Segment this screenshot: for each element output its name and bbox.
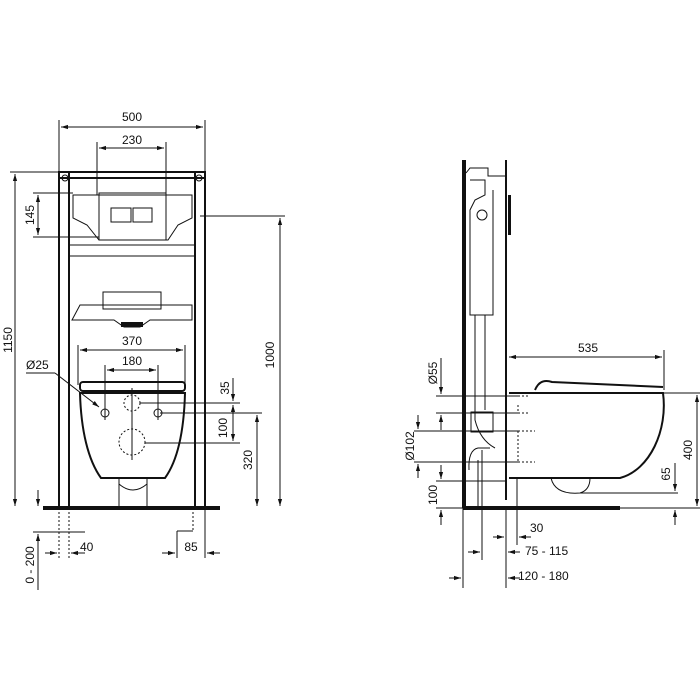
dim-535: 535 [578, 341, 598, 355]
wc-bowl-side [509, 380, 665, 494]
dim-230: 230 [122, 133, 142, 147]
side-dimensions: 535 400 65 Ø55 Ø102 100 [403, 341, 700, 588]
dim-dia-102: Ø102 [403, 431, 417, 461]
dim-35: 35 [218, 381, 232, 395]
dim-145: 145 [23, 205, 37, 225]
dim-180: 180 [122, 354, 142, 368]
installation-frame-side [462, 160, 511, 508]
dim-500: 500 [122, 110, 142, 124]
dim-1150: 1150 [1, 327, 15, 353]
dim-0-200: 0 - 200 [23, 546, 37, 584]
dim-120-180: 120 - 180 [518, 569, 569, 583]
side-view: 535 400 65 Ø55 Ø102 100 [403, 160, 700, 588]
dim-85: 85 [184, 540, 198, 554]
dim-320: 320 [241, 450, 255, 470]
dim-100-side: 100 [426, 485, 440, 505]
front-dimensions: 500 230 1150 145 1000 370 180 Ø25 [1, 110, 285, 590]
wc-bowl-front [78, 381, 187, 508]
front-view: 500 230 1150 145 1000 370 180 Ø25 [1, 110, 285, 590]
dim-1000: 1000 [263, 341, 277, 368]
dim-30: 30 [530, 521, 544, 535]
cistern-panel [71, 192, 193, 328]
dim-400: 400 [681, 440, 695, 460]
dim-370: 370 [122, 334, 142, 348]
flush-button-small [110, 207, 132, 223]
flush-plate [98, 192, 167, 241]
dim-65: 65 [659, 467, 673, 481]
flush-button-large [132, 207, 153, 223]
dim-100-front: 100 [216, 418, 230, 438]
dim-40: 40 [80, 540, 94, 554]
dim-75-115: 75 - 115 [525, 544, 568, 558]
dim-dia-55: Ø55 [426, 361, 440, 384]
dim-hole-diameter: Ø25 [26, 358, 49, 372]
